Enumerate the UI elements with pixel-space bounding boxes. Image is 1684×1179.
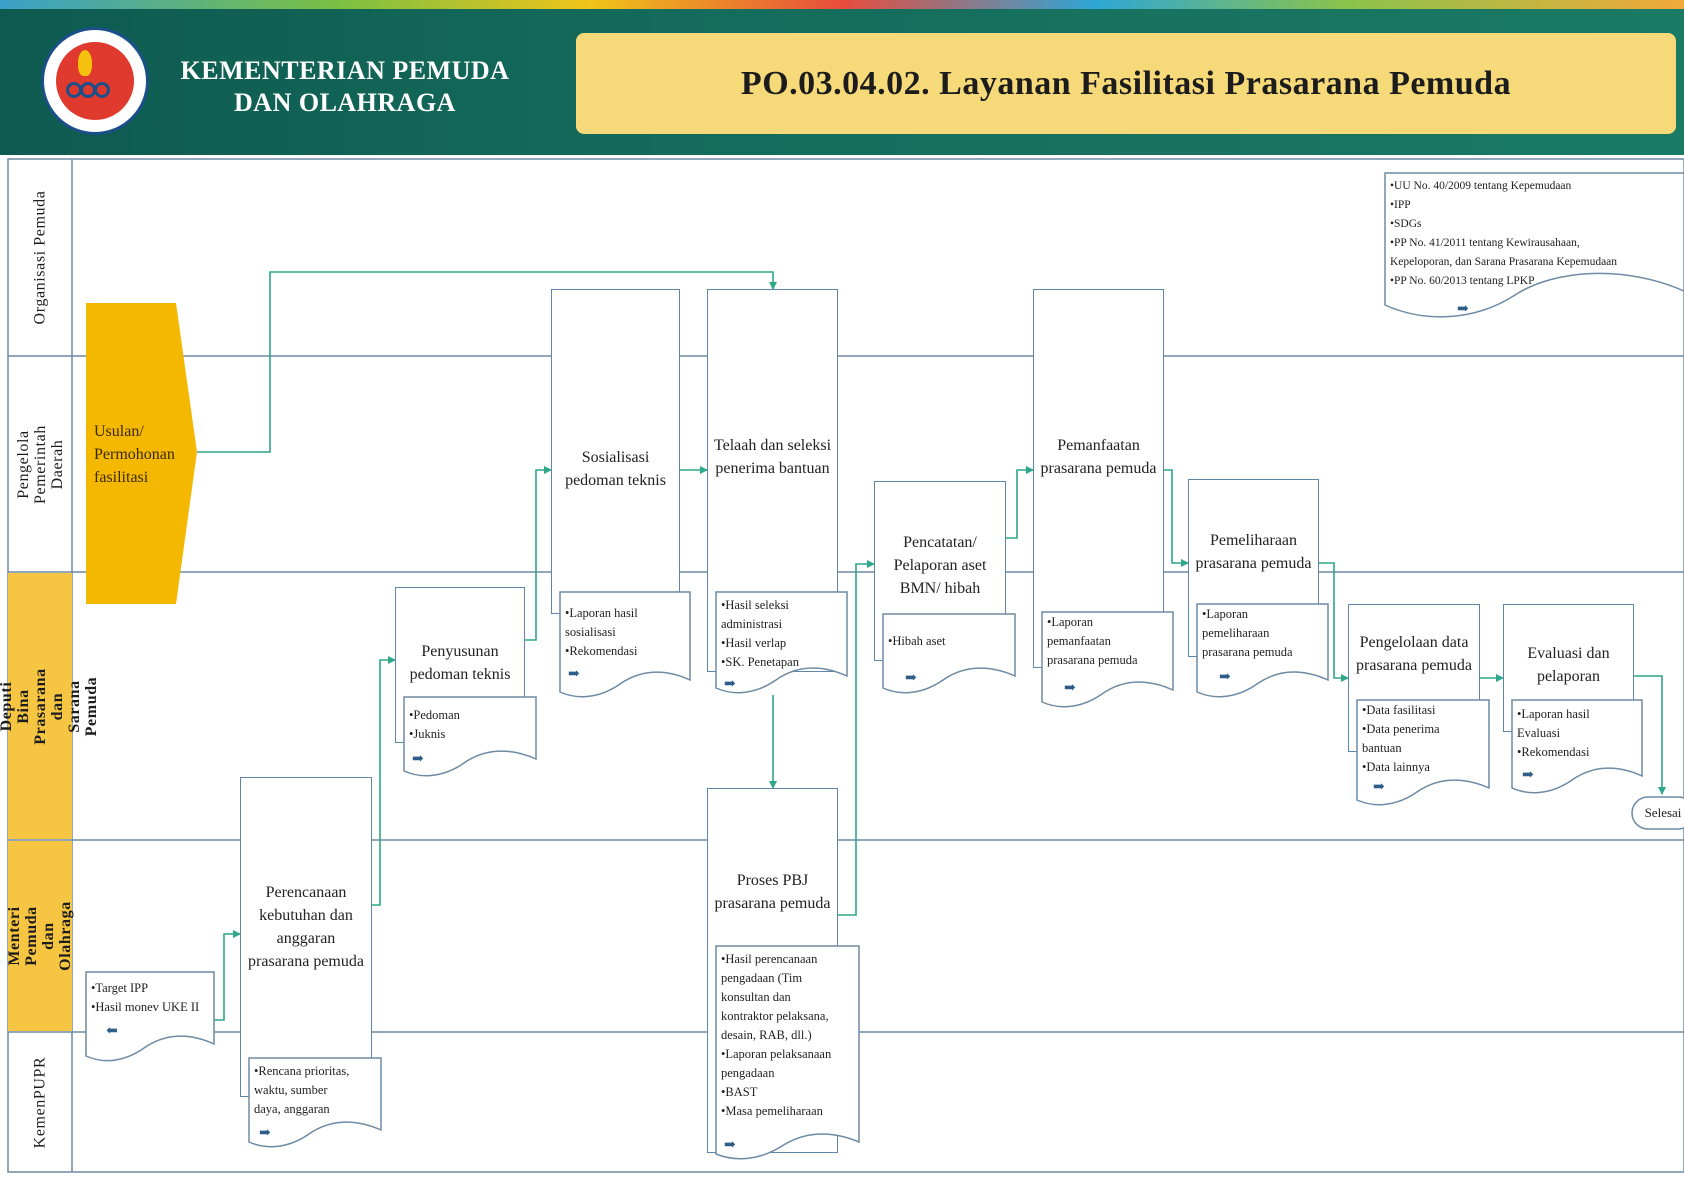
flow-connectors — [197, 271, 1666, 1021]
document-hasil-perencanaan-pengadaan: •Hasil perencanaan pengadaan (Tim konsul… — [715, 945, 860, 1166]
document-hibah-aset: •Hibah aset ➡ — [882, 613, 1016, 696]
process-perencanaan-kebutuhan: Perencanaan kebutuhan dan anggaran prasa… — [240, 777, 372, 1097]
process-sosialisasi-pedoman: Sosialisasi pedoman teknis — [551, 289, 680, 614]
arrow-icon: ➡ — [724, 1138, 736, 1153]
start-label: Usulan/ Permohonan fasilitasi — [94, 423, 175, 486]
start-shape — [86, 303, 197, 604]
connector-pemanfaatan-to-pemeliharaan — [1164, 469, 1189, 567]
ministry-line-1: KEMENTERIAN PEMUDA — [180, 56, 510, 85]
lane-label-menteri-pemuda-olahraga: Menteri Pemuda dan Olahraga — [6, 841, 74, 1031]
document-laporan-evaluasi: •Laporan hasil Evaluasi •Rekomendasi ➡ — [1511, 699, 1643, 796]
document-pedoman-juknis: •Pedoman •Juknis ➡ — [403, 696, 537, 779]
lane-label-organisasi-pemuda: Organisasi Pemuda — [31, 190, 49, 325]
title-box — [576, 33, 1676, 134]
process-pemanfaatan-prasarana: Pemanfaatan prasarana pemuda — [1033, 289, 1164, 668]
connector-pbj-to-pencatatan — [838, 560, 875, 916]
arrow-icon: ➡ — [259, 1126, 271, 1141]
arrow-icon: ➡ — [106, 1024, 118, 1039]
kemenpora-logo-icon — [41, 27, 149, 135]
arrow-icon: ➡ — [724, 677, 736, 692]
arrow-icon: ➡ — [1373, 780, 1385, 795]
ministry-line-2: DAN OLAHRAGA — [234, 88, 456, 117]
ministry-name: KEMENTERIAN PEMUDA DAN OLAHRAGA — [160, 55, 530, 119]
document-target-ipp: •Target IPP •Hasil monev UKE II ➡ — [85, 971, 215, 1067]
connector-perencanaan-to-penyusunan — [372, 656, 396, 906]
lane-label-kemenpupr: KemenPUPR — [31, 1056, 49, 1148]
arrow-icon: ➡ — [568, 667, 580, 682]
connector-pencatatan-to-pemanfaatan — [1006, 466, 1034, 539]
connector-evaluasi-to-selesai — [1634, 675, 1666, 795]
lane-label-pengelola-pemerintah-daerah: Pengelola Pemerintah Daerah — [14, 424, 66, 504]
document-data-fasilitasi: •Data fasilitasi •Data penerima bantuan … — [1356, 699, 1490, 808]
end-terminator — [1631, 796, 1684, 830]
connector-start-to-telaah — [197, 271, 777, 453]
arrow-icon: ➡ — [905, 671, 917, 686]
document-laporan-sosialisasi: •Laporan hasil sosialisasi •Rekomendasi … — [559, 591, 691, 702]
connector-penyusunan-to-sosialisasi — [525, 466, 552, 641]
arrow-icon: ➡ — [1219, 670, 1231, 685]
document-hasil-seleksi: •Hasil seleksi administrasi •Hasil verla… — [715, 591, 848, 698]
arrow-icon: ➡ — [1522, 768, 1534, 783]
arrow-icon: ➡ — [412, 752, 424, 767]
end-label: Selesai — [1644, 805, 1682, 820]
document-regulasi: •UU No. 40/2009 tentang Kepemudaan •IPP … — [1384, 172, 1684, 338]
arrow-icon: ➡ — [1457, 302, 1469, 317]
top-color-stripe — [0, 0, 1684, 9]
lane-label-asisten-deputi: Asisten Deputi Bina Prasarana dan Sarana… — [0, 573, 100, 839]
connector-target-to-perencanaan — [214, 930, 241, 1021]
document-laporan-pemanfaatan: •Laporan pemanfaatan prasarana pemuda ➡ — [1041, 611, 1174, 710]
document-laporan-pemeliharaan: •Laporan pemeliharaan prasarana pemuda ➡ — [1196, 603, 1329, 700]
page-title: PO.03.04.02. Layanan Fasilitasi Prasaran… — [740, 65, 1512, 102]
connector-pemeliharaan-to-pengelolaan — [1319, 562, 1349, 682]
arrow-icon: ➡ — [1064, 681, 1076, 696]
document-rencana-prioritas: •Rencana prioritas, waktu, sumber daya, … — [248, 1057, 382, 1148]
